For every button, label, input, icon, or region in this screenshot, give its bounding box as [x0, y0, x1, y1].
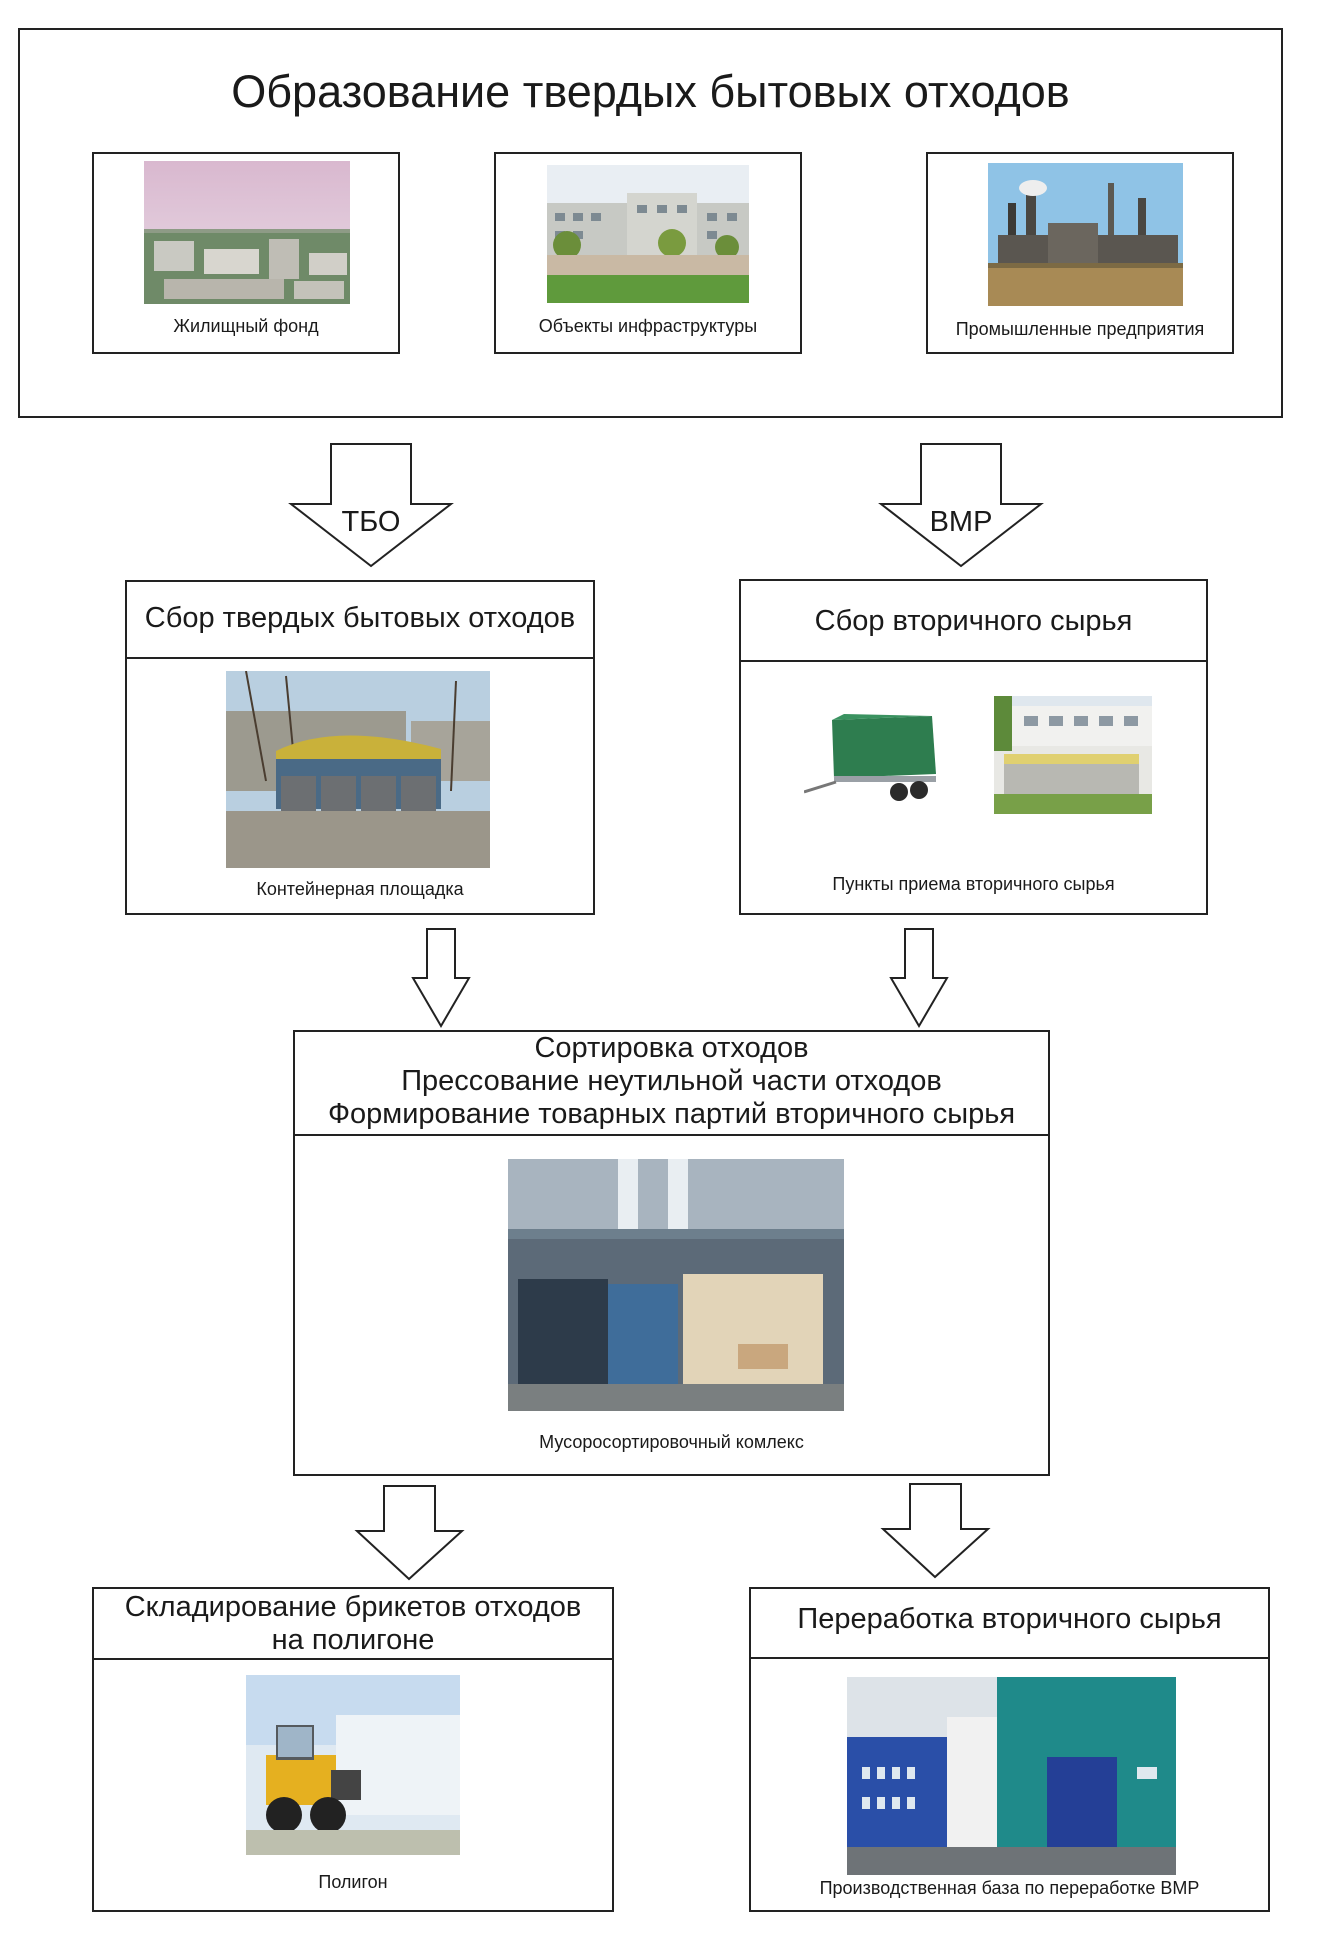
- msw-collection-caption: Контейнерная площадка: [256, 879, 464, 899]
- down-arrow-icon: [411, 928, 471, 1028]
- source-card-infrastructure: Объекты инфраструктуры: [494, 152, 802, 354]
- sorting-block: Сортировка отходов Прессование неутильно…: [293, 1030, 1050, 1476]
- divider: [127, 657, 593, 659]
- landfill-block: Складирование брикетов отходов на полиго…: [92, 1587, 614, 1912]
- landfill-loader-photo: [246, 1675, 460, 1855]
- source-card-housing: Жилищный фонд: [92, 152, 400, 354]
- collection-point-photo: [994, 696, 1152, 814]
- sorting-facility-photo: [508, 1159, 844, 1411]
- recyclables-arrow-label: ВМР: [929, 506, 993, 538]
- sorting-title-line: Формирование товарных партий вторичного …: [327, 1098, 1016, 1130]
- divider: [741, 660, 1206, 662]
- msw-arrow-label: ТБО: [341, 506, 401, 538]
- sorting-caption: Мусоросортировочный комлекс: [539, 1432, 804, 1452]
- waste-formation-block: Образование твердых бытовых отходов Жили…: [18, 28, 1283, 418]
- divider: [295, 1134, 1048, 1136]
- down-arrow-icon: [889, 928, 949, 1028]
- formation-title: Образование твердых бытовых отходов: [231, 66, 1070, 117]
- msw-collection-title: Сбор твердых бытовых отходов: [144, 602, 576, 634]
- processing-caption: Производственная база по переработке ВМР: [819, 1878, 1200, 1898]
- source-caption-infrastructure: Объекты инфраструктуры: [538, 316, 758, 336]
- recyclables-collection-block: Сбор вторичного сырья Пункты приема втор…: [739, 579, 1208, 915]
- processing-block: Переработка вторичного сырья Производств…: [749, 1587, 1270, 1912]
- divider: [751, 1657, 1268, 1659]
- landfill-title: Складирование брикетов отходов на полиго…: [94, 1591, 612, 1657]
- source-card-industry: Промышленные предприятия: [926, 152, 1234, 354]
- recyclables-collection-caption: Пункты приема вторичного сырья: [832, 874, 1115, 894]
- industrial-plant-photo: [988, 163, 1183, 306]
- sorting-title-line: Прессование неутильной части отходов: [401, 1065, 942, 1097]
- processing-plant-photo: [847, 1677, 1176, 1875]
- msw-flow-arrow: ТБО: [288, 443, 454, 568]
- msw-to-sorting-arrow: [411, 928, 471, 1028]
- container-site-photo: [226, 671, 490, 868]
- sorting-to-processing-arrow: [880, 1483, 991, 1579]
- down-arrow-icon: [880, 1483, 991, 1579]
- sorting-title: Сортировка отходов Прессование неутильно…: [295, 1032, 1048, 1131]
- recyclables-flow-arrow: ВМР: [878, 443, 1044, 568]
- source-caption-housing: Жилищный фонд: [173, 316, 319, 336]
- landfill-title-line: на полигоне: [271, 1624, 435, 1656]
- landfill-caption: Полигон: [318, 1872, 388, 1892]
- sorting-title-line: Сортировка отходов: [534, 1032, 809, 1064]
- source-caption-industry: Промышленные предприятия: [955, 319, 1205, 339]
- city-panorama-photo: [144, 161, 350, 304]
- processing-title: Переработка вторичного сырья: [797, 1603, 1222, 1635]
- sorting-to-landfill-arrow: [354, 1485, 465, 1581]
- down-arrow-icon: [878, 443, 1044, 568]
- down-arrow-icon: [354, 1485, 465, 1581]
- recyclables-collection-title: Сбор вторичного сырья: [814, 605, 1133, 637]
- msw-collection-block: Сбор твердых бытовых отходов Контейнерна…: [125, 580, 595, 915]
- down-arrow-icon: [288, 443, 454, 568]
- recyclables-to-sorting-arrow: [889, 928, 949, 1028]
- school-building-photo: [547, 165, 749, 303]
- landfill-title-line: Складирование брикетов отходов: [124, 1591, 582, 1623]
- trailer-photo: [804, 712, 946, 812]
- divider: [94, 1658, 612, 1660]
